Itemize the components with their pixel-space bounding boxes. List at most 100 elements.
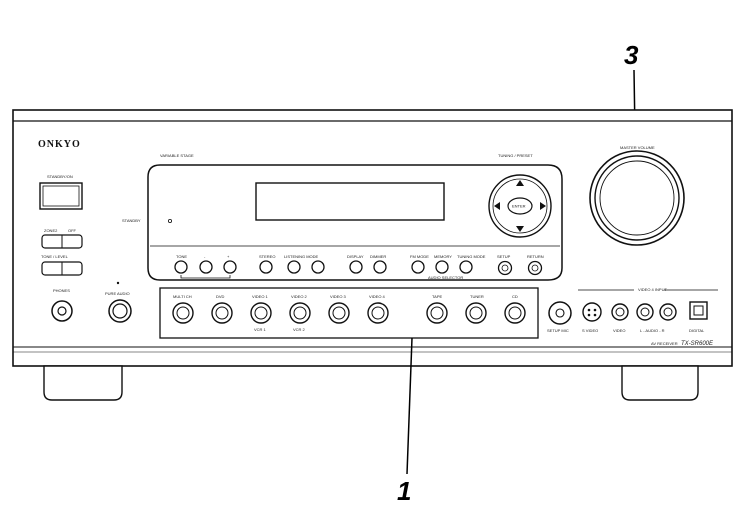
return-label: RETURN — [527, 254, 544, 259]
model-number-label: TX-SR600E — [681, 341, 714, 347]
setup-label: SETUP — [497, 254, 511, 259]
brand-logo: ONKYO — [38, 139, 81, 150]
cd-button-inner — [508, 306, 522, 320]
display-panel — [147, 164, 563, 281]
dimmer-button[interactable] — [373, 260, 387, 274]
zone2-label: ZONE2 — [44, 228, 58, 233]
standby-on-label: STANDBY/ON — [47, 174, 73, 179]
tone-plus-label: + — [227, 254, 230, 259]
vcr1-label: VCR 1 — [254, 327, 267, 332]
tuning-preset-label: TUNING / PRESET — [498, 153, 533, 158]
display-window — [255, 182, 445, 221]
tone-plus-button[interactable] — [223, 260, 237, 274]
listening-mode-label: LISTENING MODE — [284, 254, 319, 259]
phones-label: PHONES — [53, 288, 70, 293]
tone-level-label: TONE / LEVEL — [41, 254, 69, 259]
memory-label: MEMORY — [434, 254, 452, 259]
vlsc-label: VARIABLE STAGE — [160, 153, 194, 158]
s-video-pin-4 — [593, 313, 597, 317]
video3-button-inner — [332, 306, 346, 320]
left-arrow-icon[interactable] — [494, 202, 500, 210]
s-video-pin-2 — [593, 308, 597, 312]
callout-number-3: 3 — [624, 40, 639, 70]
enter-label: ENTER — [512, 204, 526, 209]
audio-l-jack-inner — [640, 307, 650, 317]
video-label: VIDEO — [613, 328, 625, 333]
cd-label: CD — [512, 294, 518, 299]
tone-minus-label: - — [204, 254, 206, 259]
fm-mode-label: FM MODE — [410, 254, 429, 259]
s-video-pin-3 — [587, 313, 591, 317]
tuner-label: TUNER — [470, 294, 484, 299]
setup-button-inner — [501, 264, 509, 272]
right-foot — [621, 365, 699, 401]
input-selector-group — [159, 287, 539, 339]
tone-label: TONE — [176, 254, 187, 259]
multi-ch-button-inner — [176, 306, 190, 320]
tone-button[interactable] — [174, 260, 188, 274]
setup-mic-label: SETUP MIC — [547, 328, 569, 333]
setup-button[interactable] — [497, 260, 513, 276]
l-audio-r-label: L - AUDIO - R — [640, 328, 665, 333]
video1-label: VIDEO 1 — [252, 294, 269, 299]
off-label: OFF — [68, 228, 77, 233]
s-video-pin-1 — [587, 308, 591, 312]
video4-label: VIDEO 4 — [369, 294, 386, 299]
dvd-label: DVD — [216, 294, 225, 299]
multi-ch-label: MULTI CH — [173, 294, 192, 299]
video1-button-inner — [254, 306, 268, 320]
listening-mode-left-button[interactable] — [287, 260, 301, 274]
up-arrow-icon[interactable] — [516, 180, 524, 186]
stereo-button[interactable] — [259, 260, 273, 274]
standby-indicator — [167, 218, 172, 223]
audio-r-jack-inner — [663, 307, 673, 317]
fm-mode-button[interactable] — [411, 260, 425, 274]
audio-selector-label: AUDIO SELECTOR — [428, 275, 463, 280]
listening-mode-right-button[interactable] — [311, 260, 325, 274]
standby-on-button[interactable] — [39, 182, 83, 210]
return-button-inner — [531, 264, 539, 272]
setup-mic-jack-hole — [555, 308, 565, 318]
memory-button[interactable] — [435, 260, 449, 274]
tuning-mode-label: TUNING MODE — [457, 254, 486, 259]
left-foot — [43, 365, 123, 401]
video-jack-inner — [615, 307, 625, 317]
video2-label: VIDEO 2 — [291, 294, 308, 299]
dvd-button-inner — [215, 306, 229, 320]
s-video-label: S VIDEO — [582, 328, 598, 333]
master-volume-knob-face — [599, 160, 675, 236]
input-selector-buttons: MULTI CH DVD VIDEO 1 VCR 1 VIDEO 2 VCR 2… — [172, 294, 526, 332]
model-type-label: AV RECEIVER — [651, 341, 678, 346]
stereo-label: STEREO — [259, 254, 275, 259]
tuning-mode-button[interactable] — [459, 260, 473, 274]
phones-jack-hole — [57, 306, 67, 316]
pure-audio-button-inner — [112, 303, 128, 319]
master-volume-label: MASTER VOLUME — [620, 145, 655, 150]
video4-input-label: VIDEO 4 INPUT — [638, 287, 667, 292]
vcr2-label: VCR 2 — [293, 327, 306, 332]
standby-on-button-inner — [42, 185, 80, 207]
digital-optical-jack-inner — [693, 305, 704, 316]
pure-audio-indicator — [116, 281, 120, 285]
display-button[interactable] — [349, 260, 363, 274]
tone-group-bracket — [180, 275, 231, 279]
callout-line-1 — [406, 337, 413, 475]
dimmer-label: DIMMER — [370, 254, 386, 259]
video3-label: VIDEO 3 — [330, 294, 347, 299]
tape-label: TAPE — [432, 294, 442, 299]
s-video-jack[interactable] — [582, 302, 602, 322]
enter-button[interactable] — [507, 197, 533, 215]
video4-button-inner — [371, 306, 385, 320]
digital-label: DIGITAL — [689, 328, 705, 333]
standby-indicator-label: STANDBY — [122, 218, 141, 223]
display-label: DISPLAY — [347, 254, 364, 259]
return-button[interactable] — [527, 260, 543, 276]
down-arrow-icon[interactable] — [516, 226, 524, 232]
tone-minus-button[interactable] — [199, 260, 213, 274]
tape-button-inner — [430, 306, 444, 320]
tuning-dial-ring-inner — [492, 178, 548, 234]
video2-button-inner — [293, 306, 307, 320]
pure-audio-label: PURE AUDIO — [105, 291, 130, 296]
right-arrow-icon[interactable] — [540, 202, 546, 210]
